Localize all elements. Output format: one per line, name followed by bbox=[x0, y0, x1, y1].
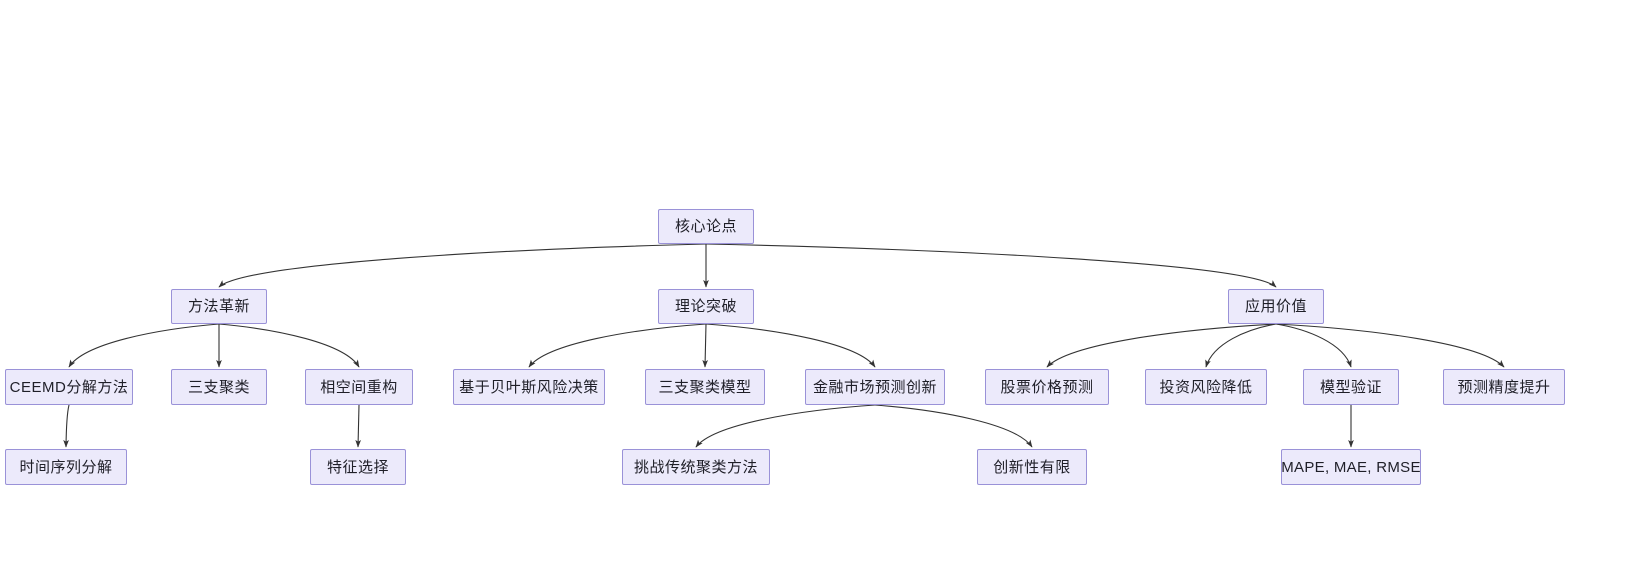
edge-application-to-stock bbox=[1046, 323, 1277, 368]
node-validate[interactable]: 模型验证 bbox=[1303, 369, 1399, 405]
node-label-limited: 创新性有限 bbox=[993, 458, 1071, 476]
node-tsdecomp[interactable]: 时间序列分解 bbox=[5, 449, 127, 485]
edge-theory-to-twmodel bbox=[702, 323, 709, 368]
node-label-challenge: 挑战传统聚类方法 bbox=[633, 458, 758, 476]
node-bayes[interactable]: 基于贝叶斯风险决策 bbox=[453, 369, 605, 405]
node-limited[interactable]: 创新性有限 bbox=[977, 449, 1087, 485]
node-application[interactable]: 应用价值 bbox=[1228, 289, 1324, 324]
node-twmodel[interactable]: 三支聚类模型 bbox=[645, 369, 765, 405]
edge-finance-to-challenge bbox=[695, 404, 876, 448]
node-label-stock: 股票价格预测 bbox=[1000, 378, 1094, 396]
node-featsel[interactable]: 特征选择 bbox=[310, 449, 406, 485]
edge-application-to-accuracy bbox=[1275, 323, 1505, 368]
edge-root-to-application bbox=[705, 243, 1277, 288]
node-label-application: 应用价值 bbox=[1244, 298, 1307, 315]
node-label-root: 核心论点 bbox=[674, 218, 737, 235]
edge-phase-to-featsel bbox=[355, 404, 362, 448]
node-ceemd[interactable]: CEEMD分解方法 bbox=[5, 369, 133, 405]
node-accuracy[interactable]: 预测精度提升 bbox=[1443, 369, 1565, 405]
node-label-method: 方法革新 bbox=[187, 298, 250, 315]
node-stock[interactable]: 股票价格预测 bbox=[985, 369, 1109, 405]
edge-theory-to-finance bbox=[705, 323, 876, 368]
edge-finance-to-limited bbox=[874, 404, 1033, 448]
edge-application-to-validate bbox=[1275, 323, 1352, 368]
edge-root-to-method bbox=[218, 243, 707, 288]
node-threeway[interactable]: 三支聚类 bbox=[171, 369, 267, 405]
edge-paths bbox=[63, 243, 1505, 448]
node-label-threeway: 三支聚类 bbox=[187, 378, 250, 396]
node-phase[interactable]: 相空间重构 bbox=[305, 369, 413, 405]
node-label-theory: 理论突破 bbox=[674, 298, 737, 315]
node-label-bayes: 基于贝叶斯风险决策 bbox=[459, 378, 599, 396]
edge-method-to-ceemd bbox=[68, 323, 220, 368]
node-finance[interactable]: 金融市场预测创新 bbox=[805, 369, 945, 405]
node-label-metrics: MAPE, MAE, RMSE bbox=[1281, 458, 1421, 476]
node-label-accuracy: 预测精度提升 bbox=[1457, 378, 1551, 396]
node-method[interactable]: 方法革新 bbox=[171, 289, 267, 324]
node-theory[interactable]: 理论突破 bbox=[658, 289, 754, 324]
edge-ceemd-to-tsdecomp bbox=[63, 404, 70, 448]
node-label-ceemd: CEEMD分解方法 bbox=[9, 378, 129, 396]
node-label-phase: 相空间重构 bbox=[320, 378, 398, 396]
node-label-finance: 金融市场预测创新 bbox=[812, 378, 937, 396]
node-label-featsel: 特征选择 bbox=[326, 458, 389, 476]
edge-theory-to-bayes bbox=[528, 323, 707, 368]
edge-method-to-phase bbox=[218, 323, 360, 368]
node-challenge[interactable]: 挑战传统聚类方法 bbox=[622, 449, 770, 485]
node-root[interactable]: 核心论点 bbox=[658, 209, 754, 244]
edge-application-to-risk bbox=[1205, 323, 1277, 368]
node-label-risk: 投资风险降低 bbox=[1159, 378, 1253, 396]
node-risk[interactable]: 投资风险降低 bbox=[1145, 369, 1267, 405]
node-label-tsdecomp: 时间序列分解 bbox=[19, 458, 113, 476]
node-metrics[interactable]: MAPE, MAE, RMSE bbox=[1281, 449, 1421, 485]
node-label-twmodel: 三支聚类模型 bbox=[658, 378, 752, 396]
node-label-validate: 模型验证 bbox=[1319, 378, 1382, 396]
